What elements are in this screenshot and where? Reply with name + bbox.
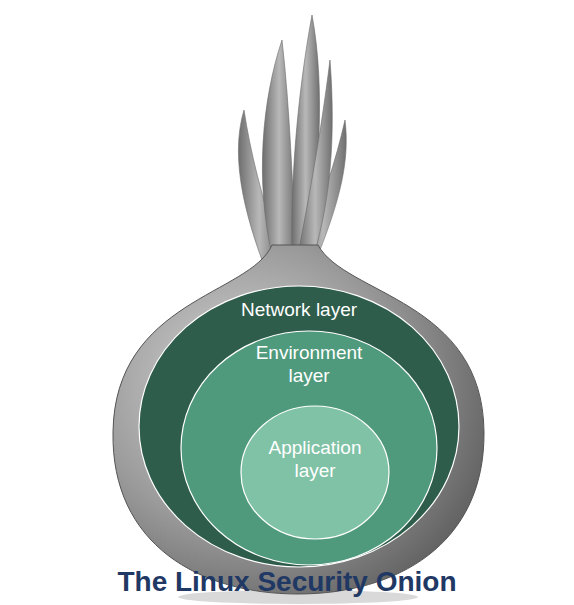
layer-label: Application layer <box>265 437 365 483</box>
onion-body <box>113 245 484 594</box>
label-wrap: Application layer <box>240 405 390 483</box>
layer-label: Network layer <box>179 299 419 322</box>
ellipse-shape <box>181 331 437 565</box>
ellipse-shape <box>241 406 389 539</box>
diagram-title: The Linux Security Onion <box>0 566 574 598</box>
layer-ellipse: Network layerEnvironment layerApplicatio… <box>138 285 460 568</box>
ellipse-shape <box>139 286 459 567</box>
onion-sprout <box>238 15 346 260</box>
layer-label: Environment layer <box>244 342 374 388</box>
label-wrap: Environment layer <box>180 330 438 388</box>
layer-ellipse: Application layer <box>240 405 390 540</box>
layer-ellipse: Environment layerApplication layer <box>180 330 438 566</box>
label-wrap: Network layer <box>138 285 460 322</box>
